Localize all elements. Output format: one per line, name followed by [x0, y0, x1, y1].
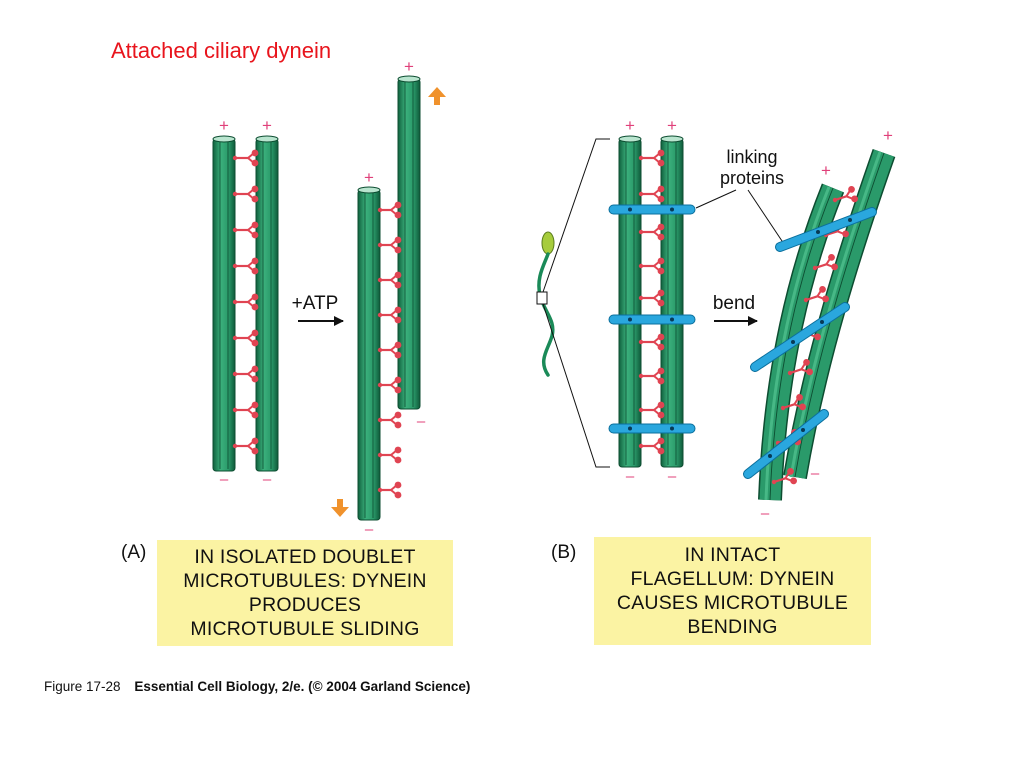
atp-label: +ATP: [292, 293, 339, 314]
panel-b-caption: IN INTACT FLAGELLUM: DYNEIN CAUSES MICRO…: [594, 537, 871, 645]
dynein-arm: [638, 437, 665, 455]
panel-b-caption-line-2: FLAGELLUM: DYNEIN: [630, 568, 835, 590]
dynein-arm: [232, 293, 259, 311]
plus-end-bent-left: +: [821, 161, 831, 180]
dynein-arm: [377, 411, 402, 429]
plus-end-right-a: +: [262, 116, 272, 135]
dynein-arm: [377, 271, 402, 289]
dynein-arms-straight: [638, 149, 665, 455]
panel-a-label: (A): [121, 542, 147, 563]
dynein-arm: [232, 149, 259, 167]
dynein-arm: [377, 481, 402, 499]
linking-proteins-straight: [608, 204, 696, 434]
dynein-arm: [377, 306, 402, 324]
plus-end-left-a: +: [219, 116, 229, 135]
slide-title: Attached ciliary dynein: [111, 38, 332, 63]
doublet-pair-before-atp: + + – –: [212, 116, 279, 488]
panel-b-caption-line-1: IN INTACT: [684, 544, 781, 566]
dynein-arm: [638, 401, 665, 419]
dynein-arm: [638, 149, 665, 167]
dynein-arm: [638, 185, 665, 203]
dynein-arm: [232, 365, 259, 383]
dynein-arms-before-atp: [232, 149, 259, 455]
panel-a-caption-line-4: MICROTUBULE SLIDING: [190, 618, 420, 640]
dynein-arm: [232, 257, 259, 275]
linking-proteins-bent: [743, 207, 877, 479]
microtubule-left-a: [212, 135, 236, 472]
dynein-arm: [780, 393, 807, 411]
flagellum-icon: [536, 138, 610, 468]
doublet-pair-after-atp: + + – –: [331, 57, 446, 538]
dynein-arm: [377, 236, 402, 254]
minus-end-right-b: –: [668, 468, 677, 485]
minus-end-right-a: –: [263, 471, 272, 488]
panel-b-label: (B): [551, 542, 577, 563]
dynein-arm: [803, 285, 830, 303]
bend-arrow: bend: [713, 293, 758, 326]
minus-end-left-a: –: [220, 471, 229, 488]
microtubule-left-b: [618, 135, 642, 468]
flagellum-bent-pair: + + – –: [743, 126, 896, 522]
dynein-arm: [832, 185, 859, 203]
dynein-arm: [812, 253, 839, 271]
dynein-arm: [771, 467, 798, 485]
dynein-arm: [377, 201, 402, 219]
microtubule-right-b: [660, 135, 684, 468]
plus-end-left-b: +: [625, 116, 635, 135]
plus-end-right-b: +: [667, 116, 677, 135]
dynein-arm-bent: [780, 393, 807, 411]
dynein-arm: [232, 221, 259, 239]
figure-source: Essential Cell Biology, 2/e. (© 2004 Gar…: [134, 679, 471, 694]
dynein-arm: [232, 437, 259, 455]
dynein-arm: [638, 367, 665, 385]
dynein-arm: [638, 333, 665, 351]
dynein-arm: [232, 401, 259, 419]
panel-a-caption-line-3: PRODUCES: [248, 594, 362, 616]
atp-arrow: +ATP: [292, 293, 344, 326]
minus-end-sliding-down: –: [365, 521, 374, 538]
figure-number: Figure 17-28: [44, 679, 121, 694]
plus-end-bent-right: +: [883, 126, 893, 145]
flagellum-straight-pair: + + – –: [608, 116, 696, 485]
panel-a-caption: IN ISOLATED DOUBLET MICROTUBULES: DYNEIN…: [157, 540, 453, 646]
minus-end-sliding-up: –: [417, 413, 426, 430]
dynein-arm: [377, 446, 402, 464]
dynein-arm: [638, 289, 665, 307]
dynein-arm: [787, 358, 814, 376]
callout-line-1: linking: [726, 147, 777, 167]
dynein-arm: [638, 257, 665, 275]
linking-proteins-callout: linking proteins: [695, 147, 785, 245]
dynein-arm: [377, 376, 402, 394]
dynein-arm: [377, 341, 402, 359]
panel-a-caption-line-1: IN ISOLATED DOUBLET: [194, 546, 416, 568]
panel-b-caption-line-4: BENDING: [687, 616, 778, 638]
minus-end-left-b: –: [626, 468, 635, 485]
dynein-arm: [232, 329, 259, 347]
plus-end-sliding-up: +: [404, 57, 414, 76]
microtubule-sliding-down: [357, 186, 381, 521]
bend-label: bend: [713, 293, 755, 314]
callout-line-2: proteins: [720, 168, 784, 188]
dynein-arm-bent: [812, 253, 839, 271]
down-movement-arrow-icon: [331, 499, 349, 517]
dynein-arm: [232, 185, 259, 203]
plus-end-sliding-down: +: [364, 168, 374, 187]
dynein-arm-bent: [771, 467, 798, 485]
dynein-arm-bent: [787, 358, 814, 376]
panel-a-caption-line-2: MICROTUBULES: DYNEIN: [183, 570, 427, 592]
minus-end-bent-right: –: [811, 465, 820, 482]
figure-footer: Figure 17-28 Essential Cell Biology, 2/e…: [44, 679, 470, 694]
dynein-arm-bent: [832, 185, 859, 203]
up-movement-arrow-icon: [428, 87, 446, 105]
microtubule-right-a: [255, 135, 279, 472]
dynein-arms-after-atp: [377, 201, 402, 499]
panel-b-caption-line-3: CAUSES MICROTUBULE: [616, 592, 849, 614]
dynein-arm-bent: [803, 285, 830, 303]
minus-end-bent-left: –: [761, 505, 770, 522]
microtubule-sliding-up: [397, 75, 421, 410]
dynein-arm: [638, 223, 665, 241]
